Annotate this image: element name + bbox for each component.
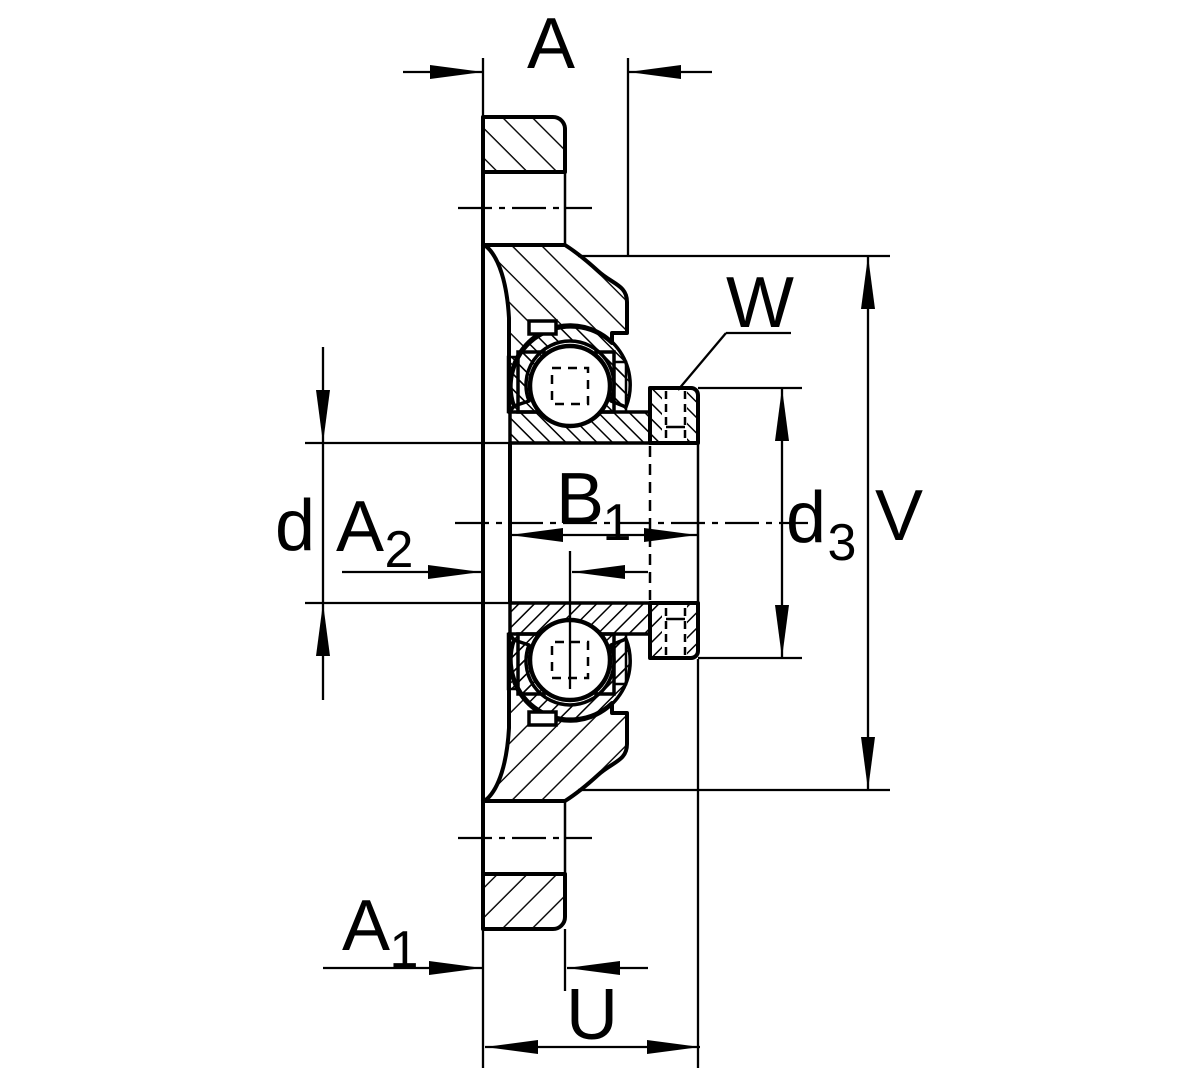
arrow-a1-right [567, 961, 620, 975]
label-d: d [275, 486, 315, 566]
extension-lines [305, 58, 890, 1068]
arrow-v-bottom [861, 737, 875, 790]
label-u: U [566, 975, 618, 1055]
label-a2-subscript: 2 [385, 521, 414, 579]
dimension-labels: A W B 1 d A 2 d 3 V A 1 U [275, 4, 923, 1055]
bearing-ball [527, 343, 613, 429]
arrow-a2-left [428, 565, 481, 579]
label-a: A [527, 4, 575, 84]
label-b1: B [556, 459, 604, 539]
seal-left [506, 355, 520, 414]
arrow-d-top [316, 390, 330, 443]
arrow-a1-left [429, 961, 482, 975]
arrow-b1-right [644, 528, 697, 542]
label-a2: A [336, 487, 384, 567]
housing-top-half [481, 115, 700, 445]
label-a1-subscript: 1 [390, 921, 419, 979]
arrow-d3-top [775, 388, 789, 441]
arrow-u-right [647, 1040, 700, 1054]
seal-right [612, 360, 628, 414]
arrow-a-left [430, 65, 483, 79]
label-d3: d [786, 478, 826, 558]
flinger-strip [527, 319, 558, 336]
flange-bolt-boss [481, 115, 567, 174]
arrow-v-top [861, 256, 875, 309]
leader-w-diagonal [677, 332, 727, 391]
arrow-a2-right [572, 565, 625, 579]
label-a1: A [342, 886, 390, 966]
arrowheads [316, 65, 875, 1054]
label-v: V [875, 476, 923, 556]
center-lines [455, 206, 808, 840]
ball-section-mark [550, 366, 590, 406]
arrow-u-left [485, 1040, 538, 1054]
arrow-d3-bottom [775, 605, 789, 658]
label-d3-subscript: 3 [828, 514, 857, 572]
housing-bottom-half [483, 603, 698, 929]
arrow-a-right [628, 65, 681, 79]
arrow-d-bottom [316, 603, 330, 656]
arrow-b1-left [510, 528, 563, 542]
label-b1-subscript: 1 [603, 494, 632, 552]
label-w: W [726, 263, 794, 343]
